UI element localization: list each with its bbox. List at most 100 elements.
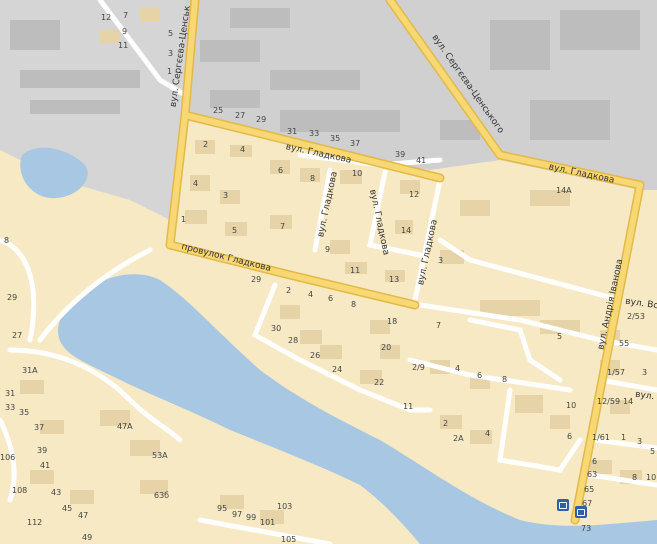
house-number: 6 [592, 457, 598, 466]
house-number: 3 [642, 368, 648, 377]
industrial-buildings [10, 8, 640, 140]
house-number: 2/9 [412, 363, 425, 372]
house-number: 25 [213, 106, 224, 115]
house-number: 6 [567, 432, 573, 441]
house-number: 5 [557, 332, 563, 341]
house-number: 73 [581, 524, 592, 533]
house-number: 24 [332, 365, 343, 374]
house-number: 53А [152, 451, 168, 460]
residential-buildings [20, 8, 642, 524]
house-number: 63б [154, 491, 170, 500]
house-number: 39 [395, 150, 406, 159]
house-number: 2/53 [627, 312, 645, 321]
house-number: 12/59 [597, 397, 621, 406]
house-number: 3 [637, 437, 643, 446]
house-number: 63 [587, 470, 598, 479]
lake-small [20, 147, 88, 199]
house-number: 7 [280, 222, 286, 231]
house-number: 26 [310, 351, 321, 360]
house-number: 10 [566, 401, 577, 410]
house-number: 1 [621, 433, 627, 442]
house-number: 8 [632, 473, 638, 482]
house-number: 6 [477, 371, 483, 380]
house-number: 9 [122, 27, 128, 36]
house-number: 35 [19, 408, 30, 417]
house-number: 3 [223, 191, 229, 200]
house-number: 4 [240, 145, 246, 154]
house-number: 31 [287, 127, 298, 136]
house-number: 8 [351, 300, 357, 309]
house-number: 37 [350, 139, 361, 148]
house-number: 9 [325, 245, 331, 254]
house-number: 41 [416, 156, 427, 165]
house-number: 14 [623, 397, 634, 406]
house-number: 3 [438, 256, 444, 265]
house-number: 49 [82, 533, 93, 542]
house-number: 33 [5, 403, 16, 412]
house-number: 30 [271, 324, 282, 333]
house-number: 2 [203, 140, 209, 149]
bus-stop-icon[interactable] [557, 499, 569, 511]
house-number: 7 [436, 321, 442, 330]
house-number: 55 [619, 339, 630, 348]
house-number: 6 [328, 294, 334, 303]
house-number: 45 [62, 504, 73, 513]
house-number: 4 [193, 179, 199, 188]
house-number: 11 [403, 402, 414, 411]
house-number: 10 [646, 473, 657, 482]
house-number: 22 [374, 378, 385, 387]
main-roads [165, 0, 645, 525]
house-number: 105 [281, 535, 297, 544]
house-number: 8 [310, 174, 316, 183]
house-number: 108 [12, 486, 28, 495]
house-number: 13 [389, 275, 400, 284]
house-number: 29 [256, 115, 267, 124]
house-number: 18 [387, 317, 398, 326]
house-number: 28 [288, 336, 299, 345]
house-number: 99 [246, 513, 257, 522]
house-number: 1 [181, 215, 187, 224]
house-number: 31 [5, 389, 16, 398]
house-number: 5 [232, 226, 238, 235]
river [58, 274, 657, 544]
house-number: 14 [401, 226, 412, 235]
house-number: 7 [123, 11, 129, 20]
house-number: 101 [260, 518, 276, 527]
house-number: 1 [167, 67, 173, 76]
house-number: 95 [217, 504, 228, 513]
house-number: 14A [556, 186, 572, 195]
house-number: 6 [278, 166, 284, 175]
house-number: 4 [455, 364, 461, 373]
house-number: 67 [582, 499, 593, 508]
house-number: 2 [443, 419, 449, 428]
bus-stop-icon[interactable] [575, 506, 587, 518]
house-number: 47А [117, 422, 133, 431]
house-number: 1/57 [607, 368, 625, 377]
house-number: 2 [286, 286, 292, 295]
house-number: 97 [232, 510, 243, 519]
house-number: 4 [485, 429, 491, 438]
house-number: 65 [584, 485, 595, 494]
house-number: 8 [4, 236, 10, 245]
house-number: 35 [330, 134, 341, 143]
house-number: 112 [27, 518, 43, 527]
house-number: 10 [352, 169, 363, 178]
house-number: 27 [235, 111, 246, 120]
house-number: 12 [409, 190, 420, 199]
house-number: 29 [7, 293, 18, 302]
house-number: 43 [51, 488, 62, 497]
house-number: 27 [12, 331, 23, 340]
house-number: 8 [502, 375, 508, 384]
house-number: 12 [101, 13, 112, 22]
house-number: 39 [37, 446, 48, 455]
house-number: 5 [168, 29, 174, 38]
house-number: 1/61 [592, 433, 610, 442]
house-number: 4 [308, 290, 314, 299]
house-number: 5 [650, 447, 656, 456]
house-number: 20 [381, 343, 392, 352]
house-number: 3 [168, 49, 174, 58]
house-number: 29 [251, 275, 262, 284]
house-number: 11 [350, 266, 361, 275]
house-number: 2А [453, 434, 464, 443]
